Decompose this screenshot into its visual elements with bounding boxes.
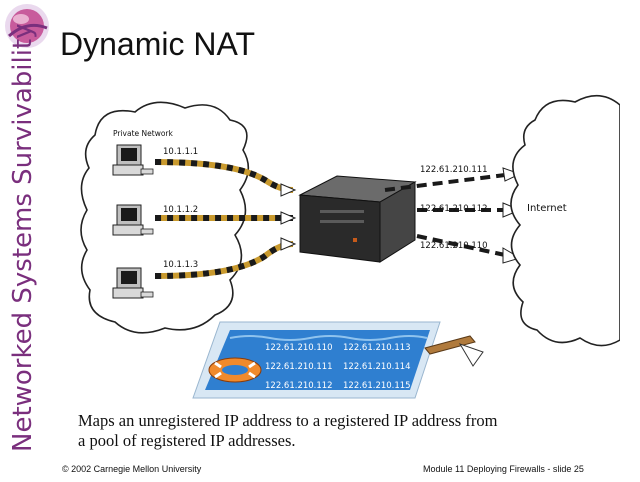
private-ip-3: 10.1.1.3 <box>163 260 198 270</box>
pool-ip-3: 122.61.210.111 <box>265 362 333 372</box>
lifebuoy-icon <box>208 357 262 383</box>
pool-ip-5: 122.61.210.112 <box>265 381 333 391</box>
private-network-label: Private Network <box>113 129 174 138</box>
public-links <box>384 173 506 257</box>
address-pool-illustration <box>192 321 441 399</box>
diving-board-icon <box>424 335 484 367</box>
private-ip-1: 10.1.1.1 <box>163 147 198 157</box>
computer-1-icon <box>112 144 154 176</box>
computer-3-icon <box>112 267 154 299</box>
logo <box>3 2 51 50</box>
pool-ip-6: 122.61.210.115 <box>343 381 411 391</box>
private-link-arrowheads <box>280 183 297 251</box>
private-ip-2: 10.1.1.2 <box>163 205 198 215</box>
internet-cloud <box>510 94 620 347</box>
slide-caption: Maps an unregistered IP address to a reg… <box>78 411 498 450</box>
internet-label: Internet <box>527 203 567 214</box>
side-title: Networked Systems Survivability <box>8 23 38 452</box>
nat-diagram: Private Network 10.1.1.1 10.1.1.2 10.1.1… <box>80 94 620 399</box>
footer-slide-info: Module 11 Deploying Firewalls - slide 25 <box>423 464 584 474</box>
pool-ip-1: 122.61.210.110 <box>265 343 333 353</box>
footer-copyright: © 2002 Carnegie Mellon University <box>62 464 202 474</box>
public-ip-2: 122.61.210.112 <box>420 204 488 214</box>
pool-ip-4: 122.61.210.114 <box>343 362 411 372</box>
public-ip-3: 122.61.210.110 <box>420 241 488 251</box>
public-ip-1: 122.61.210.111 <box>420 165 488 175</box>
slide-title: Dynamic NAT <box>60 26 255 62</box>
nat-router-icon <box>298 175 417 263</box>
pool-ip-2: 122.61.210.113 <box>343 343 411 353</box>
computer-2-icon <box>112 204 154 236</box>
